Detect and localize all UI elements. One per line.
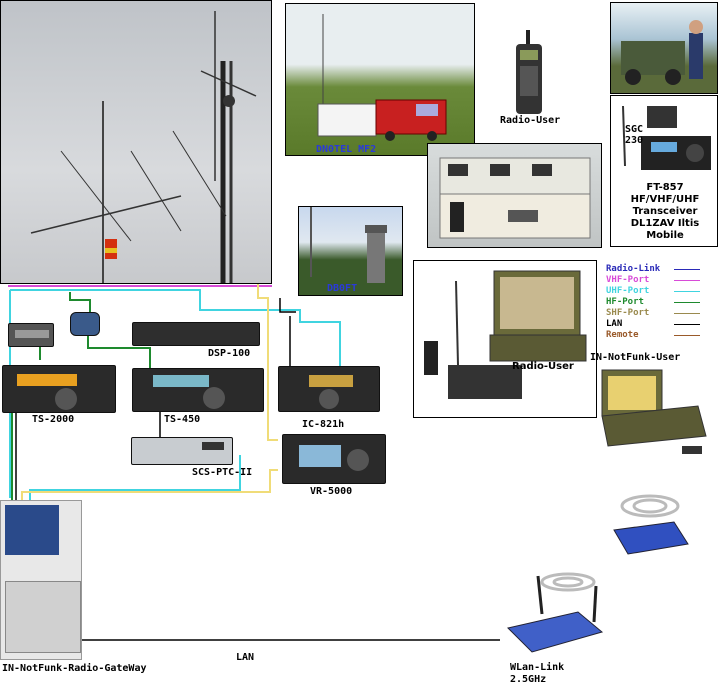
vehicle-icon — [317, 14, 447, 141]
lan-wire-3 — [279, 298, 296, 313]
legend-item-lan: LAN — [606, 319, 716, 330]
hf-wire-2 — [87, 330, 151, 370]
vr5000-display — [299, 445, 341, 467]
wifi-router-lower-icon — [507, 572, 604, 653]
ts2000-radio — [2, 365, 116, 413]
ic821h-knob — [319, 389, 339, 409]
db0ft-photo: DB0FT — [298, 206, 403, 296]
scs-label: SCS-PTC-II — [192, 467, 253, 478]
sgc-label: SGC 230 — [625, 124, 644, 146]
notfunk-user-laptop-icon — [594, 366, 714, 462]
ft857-radio-icon — [622, 105, 711, 170]
ts450-label: TS-450 — [164, 414, 201, 425]
wifi-router-icon — [613, 494, 689, 555]
gateway-label: IN-NotFunk-Radio-GateWay — [2, 663, 147, 674]
dn0tel-photo: DN0TEL MF2 — [285, 3, 475, 156]
legend: Radio-Link VHF-Port UHF-Port HF-Port SHF… — [606, 264, 716, 348]
ts450-display — [153, 375, 209, 387]
tower-icon — [310, 207, 387, 283]
radio-user-mid-label: Radio-User — [512, 361, 574, 372]
control-panel-icon — [439, 157, 591, 239]
antenna-tower-icon — [30, 11, 257, 283]
gateway-computer — [0, 500, 82, 660]
legend-item-radio-link: Radio-Link — [606, 264, 716, 275]
vr5000-label: VR-5000 — [310, 486, 353, 497]
antenna-tuner-device — [70, 312, 100, 336]
splitter-device — [8, 323, 54, 347]
scs-display — [202, 442, 224, 450]
rugged-laptop-icon — [424, 270, 587, 399]
yellow-wire — [257, 270, 278, 441]
ic821h-radio — [278, 366, 380, 412]
legend-item-uhf: UHF-Port — [606, 286, 716, 297]
ts450-radio — [132, 368, 264, 412]
lan-label: LAN — [236, 652, 255, 663]
ts2000-label: TS-2000 — [32, 414, 75, 425]
radio-user-top-label: Radio-User — [500, 115, 561, 126]
splitter-port — [15, 330, 49, 338]
yellow-wire-2 — [21, 469, 278, 500]
wlan-router — [498, 566, 608, 658]
ts2000-knob — [55, 388, 77, 410]
ic821h-display — [309, 375, 353, 387]
control-panel-photo — [427, 143, 602, 248]
handheld-radio-icon — [512, 30, 546, 114]
legend-item-vhf: VHF-Port — [606, 275, 716, 286]
dsp100-device — [132, 322, 260, 346]
ic821h-label: IC-821h — [302, 419, 345, 430]
gateway-rack — [5, 581, 81, 653]
ft857-panel: SGC 230 FT-857 HF/VHF/UHF Transceiver DL… — [610, 95, 718, 247]
ft857-label: FT-857 HF/VHF/UHF Transceiver DL1ZAV Ilt… — [630, 182, 700, 241]
vr5000-knob — [347, 449, 369, 471]
uhf-wire-scs — [29, 455, 241, 500]
hf-wire — [69, 292, 91, 318]
db0ft-label: DB0FT — [327, 283, 358, 294]
wlan-label: WLan-Link 2.5GHz — [510, 662, 565, 685]
antenna-tower-photo — [0, 0, 272, 284]
uhf-wire-top — [10, 289, 341, 367]
ts450-knob — [203, 387, 225, 409]
gateway-monitor — [5, 505, 59, 555]
ts2000-display — [17, 374, 77, 386]
notfunk-user-label: IN-NotFunk-User — [590, 352, 681, 363]
jeep-photo — [610, 2, 718, 94]
wlan-access-point-upper — [604, 486, 694, 562]
legend-item-shf: SHF-Port — [606, 308, 716, 319]
dn0tel-label: DN0TEL MF2 — [316, 144, 377, 155]
legend-item-hf: HF-Port — [606, 297, 716, 308]
scs-ptc-device — [131, 437, 233, 465]
legend-item-remote: Remote — [606, 330, 716, 341]
vr5000-receiver — [282, 434, 386, 484]
dsp100-label: DSP-100 — [208, 348, 251, 359]
radio-user-mid-panel: Radio-User — [413, 260, 597, 418]
jeep-icon — [621, 20, 703, 85]
